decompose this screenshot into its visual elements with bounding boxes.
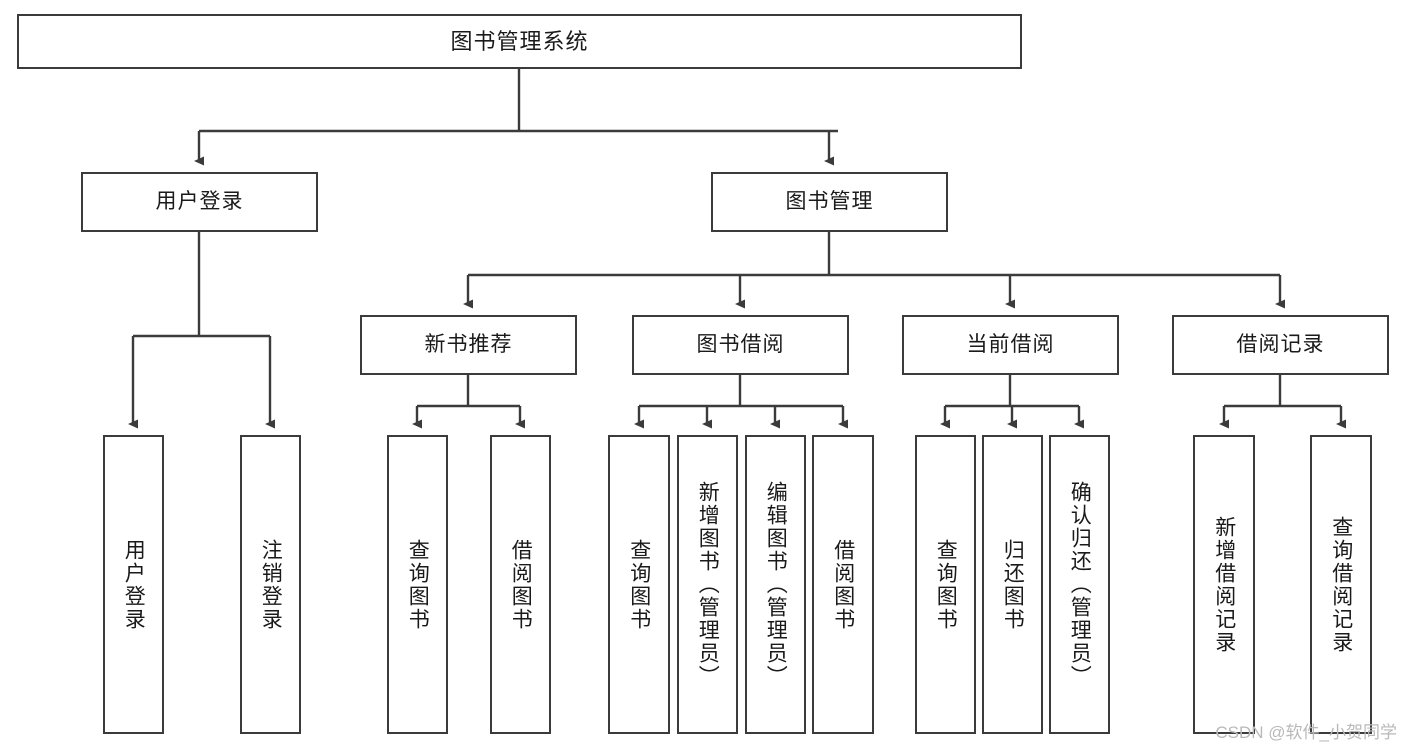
leaf-new-book-borrow[interactable]: 借阅图书 (490, 435, 551, 734)
leaf-current-borrow-return[interactable]: 归还图书 (982, 435, 1043, 734)
node-book-borrow[interactable]: 图书借阅 (632, 315, 849, 375)
leaf-new-book-query[interactable]: 查询图书 (387, 435, 448, 734)
node-label: 图书管理系统 (450, 28, 589, 54)
node-label: 查询借阅记录 (1329, 515, 1353, 654)
node-root-system[interactable]: 图书管理系统 (17, 14, 1022, 69)
node-label: 查询图书 (627, 538, 651, 631)
node-label: 新书推荐 (424, 332, 513, 356)
node-label: 图书管理 (785, 189, 874, 213)
node-label: 注销登录 (259, 538, 283, 631)
node-label: 编辑图书（管理员） (764, 481, 788, 688)
leaf-borrow-record-add[interactable]: 新增借阅记录 (1193, 435, 1255, 734)
node-label: 图书借阅 (696, 332, 785, 356)
node-label: 用户登录 (122, 538, 146, 631)
node-user-login[interactable]: 用户登录 (81, 172, 318, 232)
node-label: 归还图书 (1001, 538, 1025, 631)
leaf-current-borrow-query[interactable]: 查询图书 (915, 435, 976, 734)
node-label: 借阅图书 (509, 538, 533, 631)
leaf-book-borrow-query[interactable]: 查询图书 (608, 435, 670, 734)
node-label: 新增图书（管理员） (696, 481, 720, 688)
leaf-book-borrow-edit[interactable]: 编辑图书（管理员） (745, 435, 806, 734)
node-label: 借阅图书 (831, 538, 855, 631)
watermark: CSDN @软件_小贺同学 (1215, 723, 1397, 742)
node-book-management[interactable]: 图书管理 (711, 172, 948, 232)
node-label: 当前借阅 (966, 332, 1055, 356)
leaf-borrow-record-query[interactable]: 查询借阅记录 (1310, 435, 1372, 734)
node-label: 查询图书 (934, 538, 958, 631)
leaf-user-login-logout[interactable]: 注销登录 (240, 435, 301, 734)
node-label: 借阅记录 (1236, 332, 1325, 356)
node-label: 用户登录 (155, 189, 244, 213)
node-label: 确认归还（管理员） (1068, 481, 1092, 688)
node-new-book-recommend[interactable]: 新书推荐 (360, 315, 577, 375)
node-current-borrow[interactable]: 当前借阅 (902, 315, 1119, 375)
leaf-book-borrow-lend[interactable]: 借阅图书 (812, 435, 874, 734)
node-label: 查询图书 (406, 538, 430, 631)
leaf-current-borrow-confirm-return[interactable]: 确认归还（管理员） (1049, 435, 1110, 734)
node-borrow-record[interactable]: 借阅记录 (1172, 315, 1389, 375)
node-label: 新增借阅记录 (1212, 515, 1236, 654)
leaf-book-borrow-add[interactable]: 新增图书（管理员） (677, 435, 738, 734)
leaf-user-login-login[interactable]: 用户登录 (103, 435, 164, 734)
